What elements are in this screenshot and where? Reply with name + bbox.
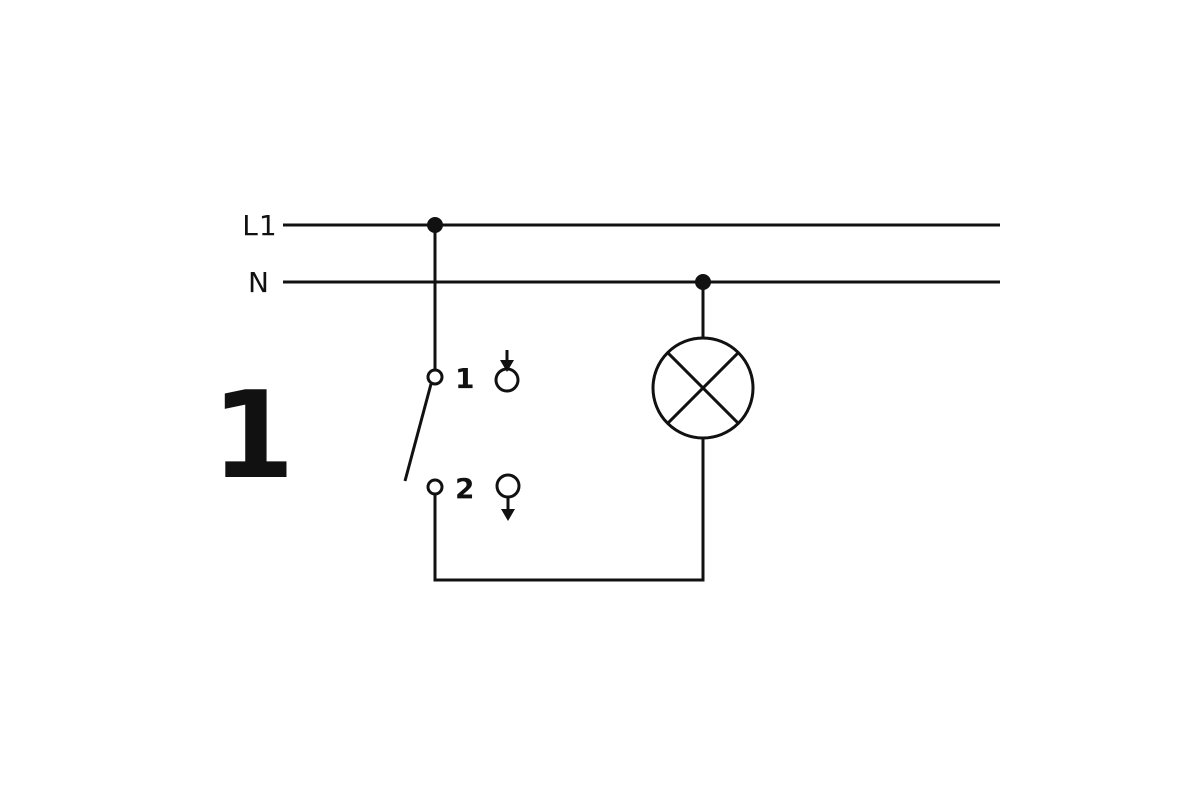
wire-in-circle bbox=[494, 367, 520, 393]
supply-wires bbox=[283, 223, 1000, 284]
lamp-branch bbox=[651, 282, 755, 440]
return-wire bbox=[433, 438, 705, 582]
terminal-2-label: 2 bbox=[455, 472, 474, 505]
wire-in-arrow-icon bbox=[494, 350, 520, 393]
wire-out-circle bbox=[495, 473, 521, 499]
switch-terminal-2 bbox=[426, 478, 444, 496]
figure-number: 1 bbox=[211, 367, 295, 506]
lamp-cross-line-2 bbox=[666, 351, 740, 425]
switch-terminal-1 bbox=[426, 368, 444, 386]
terminal-1-label: 1 bbox=[455, 362, 474, 395]
switch-branch bbox=[403, 225, 705, 582]
wire-out-arrowhead bbox=[501, 509, 515, 521]
wire-out-arrow-icon bbox=[495, 473, 521, 521]
neutral-wire-label: N bbox=[248, 266, 270, 299]
wire-in-arrowhead bbox=[500, 360, 514, 372]
lamp-icon bbox=[651, 336, 755, 440]
lamp-circle bbox=[651, 336, 755, 440]
switch-lever bbox=[403, 383, 433, 482]
phase-wire-label: L1 bbox=[242, 209, 277, 242]
